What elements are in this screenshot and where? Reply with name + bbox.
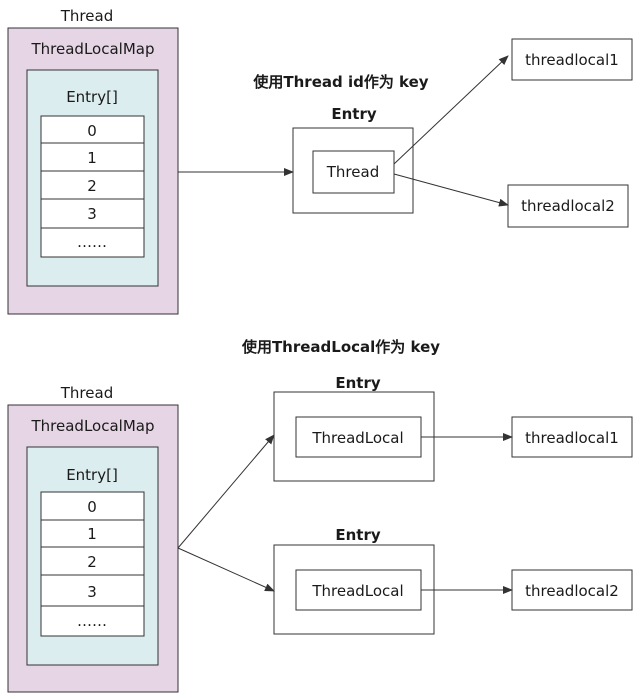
bottom-section: 使用ThreadLocal作为 key Thread ThreadLocalMa… (7, 338, 633, 693)
bottom-slot-0-label: 0 (87, 498, 97, 516)
top-slot-3-label: 3 (87, 205, 97, 223)
top-arrow-to-value-2 (393, 173, 509, 207)
top-value-box-2 (507, 184, 629, 228)
top-slot-0-label: 0 (87, 122, 97, 140)
top-value-label-2: threadlocal2 (521, 197, 615, 215)
bottom-slot-2 (40, 546, 145, 576)
top-value-label-1: threadlocal1 (525, 51, 619, 69)
top-slots: 0 1 2 3 …… (40, 115, 145, 258)
top-array-label: Entry[] (66, 88, 118, 106)
bottom-slot-3-label: 3 (87, 583, 97, 601)
top-slot-1-label: 1 (87, 149, 97, 167)
top-arrow-to-value-1 (393, 55, 509, 165)
bottom-slot-more-label: …… (77, 612, 107, 630)
bottom-entry-1-label: Entry (335, 374, 380, 392)
bottom-slot-3 (40, 574, 145, 607)
bottom-value-box-1 (511, 416, 633, 458)
top-entry-key-box (312, 150, 395, 194)
bottom-slot-1 (40, 519, 145, 548)
bottom-entry-2-label: Entry (335, 526, 380, 544)
bottom-slot-more (40, 605, 145, 637)
top-slot-more-label: …… (77, 233, 107, 251)
top-entry-key-label: Thread (326, 163, 379, 181)
bottom-entry-2-key-label: ThreadLocal (311, 582, 403, 600)
bottom-map-label: ThreadLocalMap (31, 417, 155, 435)
top-section: Thread ThreadLocalMap Entry[] 0 1 2 3 ……… (7, 7, 633, 315)
bottom-slot-0 (40, 491, 145, 521)
top-thread-label: Thread (60, 7, 113, 25)
top-slot-3 (40, 198, 145, 229)
bottom-entry-1-key-box (295, 416, 422, 458)
bottom-slots: 0 1 2 3 …… (40, 491, 145, 637)
bottom-value-label-2: threadlocal2 (525, 582, 619, 600)
bottom-slot-2-label: 2 (87, 553, 97, 571)
bottom-value-box-2 (511, 569, 633, 611)
bottom-arrow-map-to-entry-1 (177, 434, 275, 549)
bottom-entry-2-key-box (295, 569, 422, 611)
top-caption: 使用Thread id作为 key (252, 73, 428, 91)
bottom-slot-1-label: 1 (87, 525, 97, 543)
bottom-thread-label: Thread (60, 384, 113, 402)
top-value-box-1 (511, 38, 633, 81)
top-slot-2-label: 2 (87, 177, 97, 195)
bottom-arrow-map-to-entry-2 (177, 547, 275, 592)
bottom-entry-1-key-label: ThreadLocal (311, 429, 403, 447)
bottom-array-label: Entry[] (66, 466, 118, 484)
bottom-value-label-1: threadlocal1 (525, 429, 619, 447)
top-map-label: ThreadLocalMap (31, 40, 155, 58)
top-slot-more (40, 227, 145, 258)
top-slot-1 (40, 142, 145, 172)
top-entry-label: Entry (331, 105, 376, 123)
bottom-caption: 使用ThreadLocal作为 key (241, 338, 440, 356)
